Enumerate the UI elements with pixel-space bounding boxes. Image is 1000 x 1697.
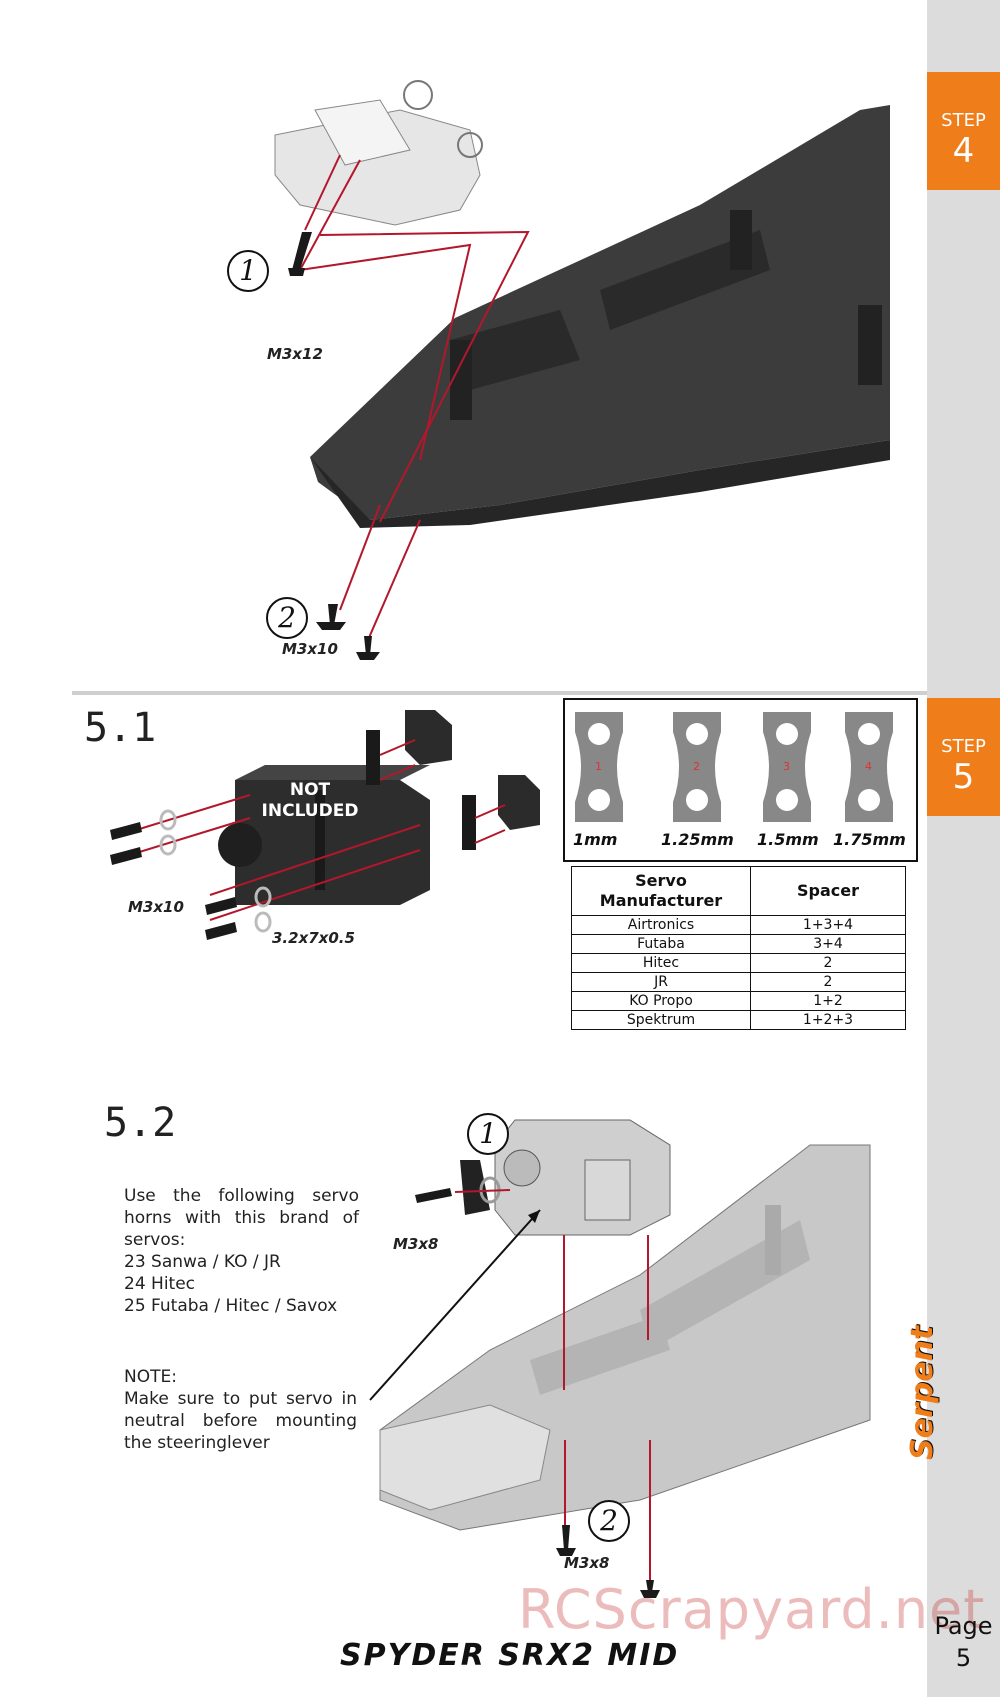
servo-installation-drawing <box>369 1119 871 1598</box>
spacer-4-index: 4 <box>865 760 872 773</box>
page-label: Page <box>934 1612 993 1640</box>
table-header-row: Servo Manufacturer Spacer <box>571 866 906 916</box>
spacer-4-thickness: 1.75mm <box>833 830 906 849</box>
section-5-1-screw-label: M3x10 <box>128 898 184 916</box>
spacer-1-icon <box>575 712 623 822</box>
table-cell-manufacturer: KO Propo <box>571 991 751 1011</box>
step-5-tab: STEP 5 <box>927 698 1000 816</box>
servo-not-included-label: NOT INCLUDED <box>261 780 359 821</box>
step-4-label: STEP <box>941 110 986 131</box>
step-5-number: 5 <box>952 757 975 797</box>
spacer-4-icon <box>845 712 893 822</box>
table-cell-spacer: 2 <box>750 972 906 992</box>
step-4-screw-label-bottom: M3x10 <box>282 640 338 658</box>
section-5-2-screw-label-bottom: M3x8 <box>564 1554 610 1572</box>
table-cell-spacer: 3+4 <box>750 934 906 954</box>
spacer-1-thickness: 1mm <box>573 830 618 849</box>
table-header-manufacturer: Servo Manufacturer <box>571 866 751 916</box>
note-title: NOTE: <box>124 1367 177 1387</box>
note-body: Make sure to put servo in neutral before… <box>124 1389 357 1453</box>
table-cell-spacer: 2 <box>750 953 906 973</box>
section-5-1-title: 5.1 <box>84 705 157 751</box>
watermark: RCScrapyard.net <box>518 1578 986 1641</box>
servo-spacers-panel: 1 2 3 4 1mm 1.25mm 1.5mm 1.75mm <box>563 698 918 862</box>
step-4-callout-1: 1 <box>227 250 269 292</box>
spyder-brand-logo: SPYDER SRX2 MID <box>340 1638 680 1673</box>
spacer-3-thickness: 1.5mm <box>757 830 819 849</box>
spacer-2-index: 2 <box>693 760 700 773</box>
table-cell-spacer: 1+3+4 <box>750 915 906 935</box>
serpent-logo: Serpent <box>905 1325 940 1460</box>
section-5-1-washer-label: 3.2x7x0.5 <box>272 929 355 947</box>
spacer-3-index: 3 <box>783 760 790 773</box>
spacer-1-index: 1 <box>595 760 602 773</box>
step-4-number: 4 <box>952 131 975 171</box>
neutral-note: NOTE: Make sure to put servo in neutral … <box>124 1366 357 1454</box>
step-4-screw-label-top: M3x12 <box>267 345 323 363</box>
servo-horn-line: 24 Hitec <box>124 1274 196 1294</box>
table-header-spacer: Spacer <box>750 866 906 916</box>
table-cell-manufacturer: JR <box>571 972 751 992</box>
spacer-3-icon <box>763 712 811 822</box>
servo-horn-line: 23 Sanwa / KO / JR <box>124 1252 281 1272</box>
servo-horns-intro: Use the following servo horns with this … <box>124 1186 359 1250</box>
step-4-callout-2: 2 <box>266 597 308 639</box>
table-cell-manufacturer: Airtronics <box>571 915 751 935</box>
table-cell-spacer: 1+2 <box>750 991 906 1011</box>
page-number: 5 <box>955 1644 972 1672</box>
servo-horn-line: 25 Futaba / Hitec / Savox <box>124 1296 338 1316</box>
section-5-2-callout-2: 2 <box>588 1500 630 1542</box>
spacer-2-thickness: 1.25mm <box>661 830 734 849</box>
section-5-2-callout-1: 1 <box>467 1113 509 1155</box>
table-cell-spacer: 1+2+3 <box>750 1010 906 1030</box>
step-4-tab: STEP 4 <box>927 72 1000 190</box>
servo-exploded-drawing <box>110 710 540 940</box>
table-cell-manufacturer: Spektrum <box>571 1010 751 1030</box>
sidebar <box>927 0 1000 1697</box>
servo-horns-instructions: Use the following servo horns with this … <box>124 1185 359 1317</box>
section-divider <box>72 691 927 695</box>
step-5-label: STEP <box>941 736 986 757</box>
step-4-chassis-drawing <box>274 80 890 660</box>
table-cell-manufacturer: Futaba <box>571 934 751 954</box>
section-5-2-screw-label-top: M3x8 <box>393 1235 439 1253</box>
table-cell-manufacturer: Hitec <box>571 953 751 973</box>
section-5-2-title: 5.2 <box>104 1100 177 1146</box>
spacer-2-icon <box>673 712 721 822</box>
